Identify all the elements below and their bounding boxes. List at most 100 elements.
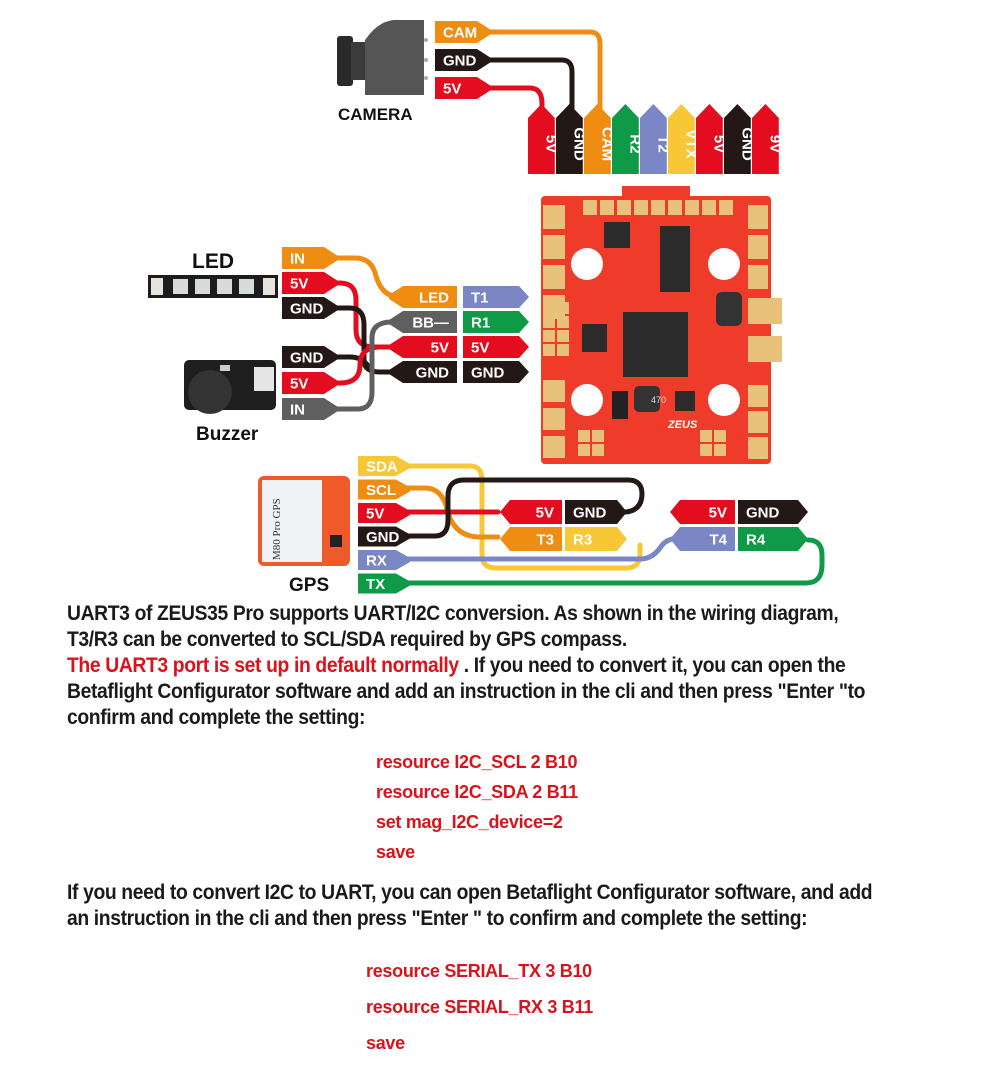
led-wire-tag-1: 5V <box>282 272 338 294</box>
fc-left-outer-tag-2-label: 5V <box>471 340 489 357</box>
uart4-tag-t4: T4 <box>670 527 735 551</box>
uart4-tag-r4: R4 <box>738 527 808 551</box>
mcu-chip <box>623 312 688 377</box>
camera-wire-tag-0: CAM <box>435 21 491 43</box>
camera-icon <box>337 19 428 96</box>
fc-silk-text: ZEUS <box>667 419 698 431</box>
uart4-tag-gnd-label: GND <box>746 505 780 522</box>
top-pin-2: CAM <box>584 104 615 174</box>
gps-wire-tag-1: SCL <box>358 479 410 500</box>
gps-module-label: M80 Pro GPS <box>271 498 283 560</box>
top-pin-3: R2 <box>612 104 643 174</box>
buzzer-wire-tag-2-label: IN <box>290 402 305 419</box>
gps-wire-tag-0-label: SDA <box>366 459 398 476</box>
camera-wire-tag-1: GND <box>435 49 491 71</box>
para1-text: UART3 of ZEUS35 Pro supports UART/I2C co… <box>67 602 839 651</box>
wire-gps-sda <box>393 463 643 571</box>
gps-wire-tag-4: RX <box>358 550 410 570</box>
fc-left-outer-tag-0-label: T1 <box>471 290 489 307</box>
fc-left-inner-tag-1: BB— <box>389 311 457 333</box>
gps-caption: GPS <box>289 575 329 596</box>
top-pin-7: GND <box>724 104 755 174</box>
cli-command: save <box>366 1033 405 1053</box>
wire-led-in <box>321 255 403 300</box>
camera-wire-tag-2: 5V <box>435 77 491 99</box>
wiring-diagram: CAMERA LED Buzzer M80 Pro GPS GPS <box>148 19 825 596</box>
cli-command: resource SERIAL_TX 3 B10 <box>366 961 592 981</box>
fc-left-outer-tag-3: GND <box>463 361 529 383</box>
buzzer-icon <box>184 360 276 414</box>
buzzer-caption: Buzzer <box>196 424 259 445</box>
led-wire-tag-0-label: IN <box>290 251 305 268</box>
paragraph-i2c-to-uart: If you need to convert I2C to UART, you … <box>67 880 877 932</box>
gps-wire-tag-3-label: GND <box>366 529 400 546</box>
gps-wire-tag-5-label: TX <box>366 576 385 593</box>
top-pin-5: VTX <box>668 104 699 174</box>
uart3-tag-t3: T3 <box>500 527 562 551</box>
inductor-470: 470 <box>651 395 666 405</box>
fc-left-outer-tag-3-label: GND <box>471 365 505 382</box>
uart3-tag-gnd-label: GND <box>573 505 607 522</box>
uart3-tag-5v: 5V <box>500 500 562 524</box>
led-caption: LED <box>192 250 234 273</box>
uart4-tag-5v-label: 5V <box>709 505 727 522</box>
para2-text: . If you need to convert it, you can ope… <box>67 654 866 729</box>
wire-gps-gnd <box>393 477 645 539</box>
top-pin-6: 5V <box>696 104 727 174</box>
fc-left-outer-tag-1-label: R1 <box>471 315 490 332</box>
uart3-tag-r3: R3 <box>565 527 627 551</box>
led-wire-tag-1-label: 5V <box>290 276 308 293</box>
fc-left-outer-tag-0: T1 <box>463 286 529 308</box>
gps-wire-tag-5: TX <box>358 573 410 594</box>
top-pin-label: 5V <box>710 135 727 153</box>
flight-controller-board: 470 ZEUS <box>541 186 782 464</box>
uart3-tag-r3-label: R3 <box>573 532 592 549</box>
top-pin-1: GND <box>556 104 587 174</box>
top-pin-label: T2 <box>654 135 671 153</box>
gps-wire-tag-3: GND <box>358 526 410 547</box>
uart3-tag-5v-label: 5V <box>536 505 554 522</box>
top-pin-label: 5V <box>542 135 559 153</box>
buzzer-wire-tag-0-label: GND <box>290 350 324 367</box>
camera-caption: CAMERA <box>338 105 413 124</box>
top-pin-label: 9V <box>766 135 783 153</box>
paragraph-uart3-intro: UART3 of ZEUS35 Pro supports UART/I2C co… <box>67 601 877 731</box>
buzzer-wire-tag-1-label: 5V <box>290 376 308 393</box>
wire-buzzer-in <box>321 319 398 412</box>
uart3-tag-t3-label: T3 <box>536 532 554 549</box>
gps-module-icon: M80 Pro GPS <box>258 476 350 566</box>
led-wire-tag-2: GND <box>282 297 338 319</box>
para3-text: If you need to convert I2C to UART, you … <box>67 881 873 930</box>
top-pin-4: T2 <box>640 104 671 174</box>
fc-left-inner-tag-3: GND <box>389 361 457 383</box>
top-pin-8: 9V <box>752 104 783 174</box>
fc-left-inner-tag-1-label: BB— <box>412 315 449 332</box>
default-note-highlight: The UART3 port is set up in default norm… <box>67 654 459 677</box>
camera-wire-tag-1-label: GND <box>443 53 477 70</box>
buzzer-wire-tag-2: IN <box>282 398 338 420</box>
cli-command: resource I2C_SCL 2 B10 <box>376 752 578 772</box>
uart3-tag-gnd: GND <box>565 500 627 524</box>
cli-command: resource I2C_SDA 2 B11 <box>376 782 578 802</box>
fc-left-inner-tag-2: 5V <box>389 336 457 358</box>
cli-command: resource SERIAL_RX 3 B11 <box>366 997 593 1017</box>
gps-wire-tag-1-label: SCL <box>366 482 396 499</box>
fc-left-outer-tag-2: 5V <box>463 336 529 358</box>
wire-cam-5v <box>467 85 545 115</box>
wire-cam-gnd <box>467 57 575 115</box>
wire-led-5v <box>321 280 398 350</box>
gps-wire-tag-0: SDA <box>358 456 410 476</box>
fc-left-inner-tag-2-label: 5V <box>431 340 449 357</box>
wire-gps-tx <box>393 537 825 586</box>
fc-left-inner-tag-0: LED <box>389 286 457 308</box>
gps-wire-tag-4-label: RX <box>366 553 387 570</box>
uart4-tag-5v: 5V <box>670 500 735 524</box>
cli-command: save <box>376 842 415 862</box>
led-wire-tag-0: IN <box>282 247 338 269</box>
uart4-tag-t4-label: T4 <box>709 532 727 549</box>
wire-cam <box>467 29 603 115</box>
top-pin-label: GND <box>738 127 755 161</box>
uart4-tag-r4-label: R4 <box>746 532 766 549</box>
top-pin-0: 5V <box>528 104 559 174</box>
